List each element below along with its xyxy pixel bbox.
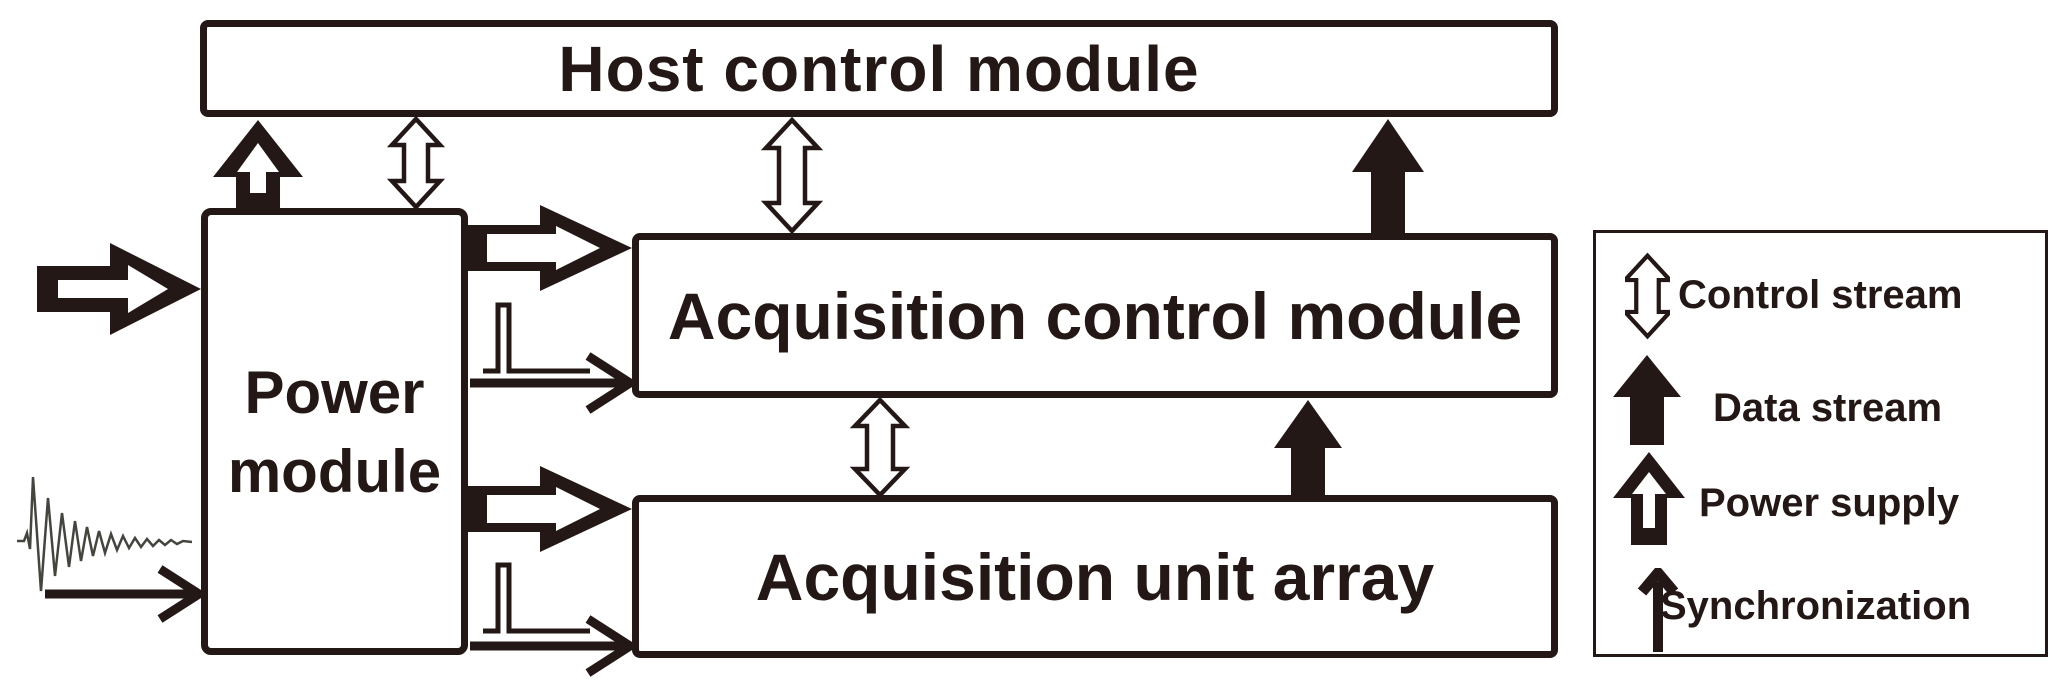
- legend-label-data-stream: Data stream: [1713, 386, 1943, 430]
- legend-box: Control stream Data stream Power supply …: [1593, 230, 2048, 657]
- data-stream-arrow-acqcontrol-to-host: [1352, 119, 1424, 233]
- acquisition-control-module-box: Acquisition control module: [632, 233, 1558, 398]
- synchronization-arrow-signal-to-power: [45, 565, 208, 623]
- legend-label-control-stream: Control stream: [1678, 273, 1963, 317]
- control-stream-arrow-host-acqcontrol: [760, 116, 824, 235]
- data-stream-arrow-acqarray-to-acqcontrol: [1274, 400, 1342, 497]
- legend-label-synchronization: Synchronization: [1660, 584, 1972, 628]
- power-module-label-line2: module: [227, 437, 442, 505]
- synchronization-arrow-power-to-acqarray: [470, 562, 639, 677]
- power-module-label-line1: Power: [244, 358, 425, 426]
- host-control-module-box: Host control module: [200, 20, 1558, 117]
- power-supply-arrow-input-to-power: [37, 243, 201, 335]
- pulse-glyph: [483, 562, 590, 634]
- legend-label-power-supply: Power supply: [1699, 481, 1960, 525]
- acquisition-unit-array-box: Acquisition unit array: [632, 495, 1558, 658]
- input-signal: [17, 476, 208, 623]
- power-supply-arrow-power-to-host: [213, 120, 303, 210]
- control-stream-arrow-icon: [1625, 252, 1670, 340]
- acquisition-control-module-label: Acquisition control module: [667, 278, 1523, 353]
- input-signal-waveform-icon: [17, 476, 193, 592]
- synchronization-arrow-icon: [1637, 568, 1679, 652]
- power-supply-arrow-power-to-acqarray: [468, 466, 632, 552]
- pulse-glyph: [483, 302, 590, 374]
- acquisition-unit-array-label: Acquisition unit array: [755, 539, 1435, 614]
- power-supply-arrow-power-to-acqcontrol: [468, 205, 632, 291]
- control-stream-arrow-acqcontrol-acqarray: [849, 396, 911, 499]
- control-stream-arrow-power-host: [386, 115, 446, 211]
- synchronization-arrow-power-to-acqcontrol: [470, 302, 639, 414]
- host-control-module-label: Host control module: [558, 32, 1200, 105]
- power-module-box: Power module: [201, 208, 468, 655]
- data-stream-arrow-icon: [1613, 355, 1681, 445]
- power-supply-arrow-icon: [1613, 452, 1685, 545]
